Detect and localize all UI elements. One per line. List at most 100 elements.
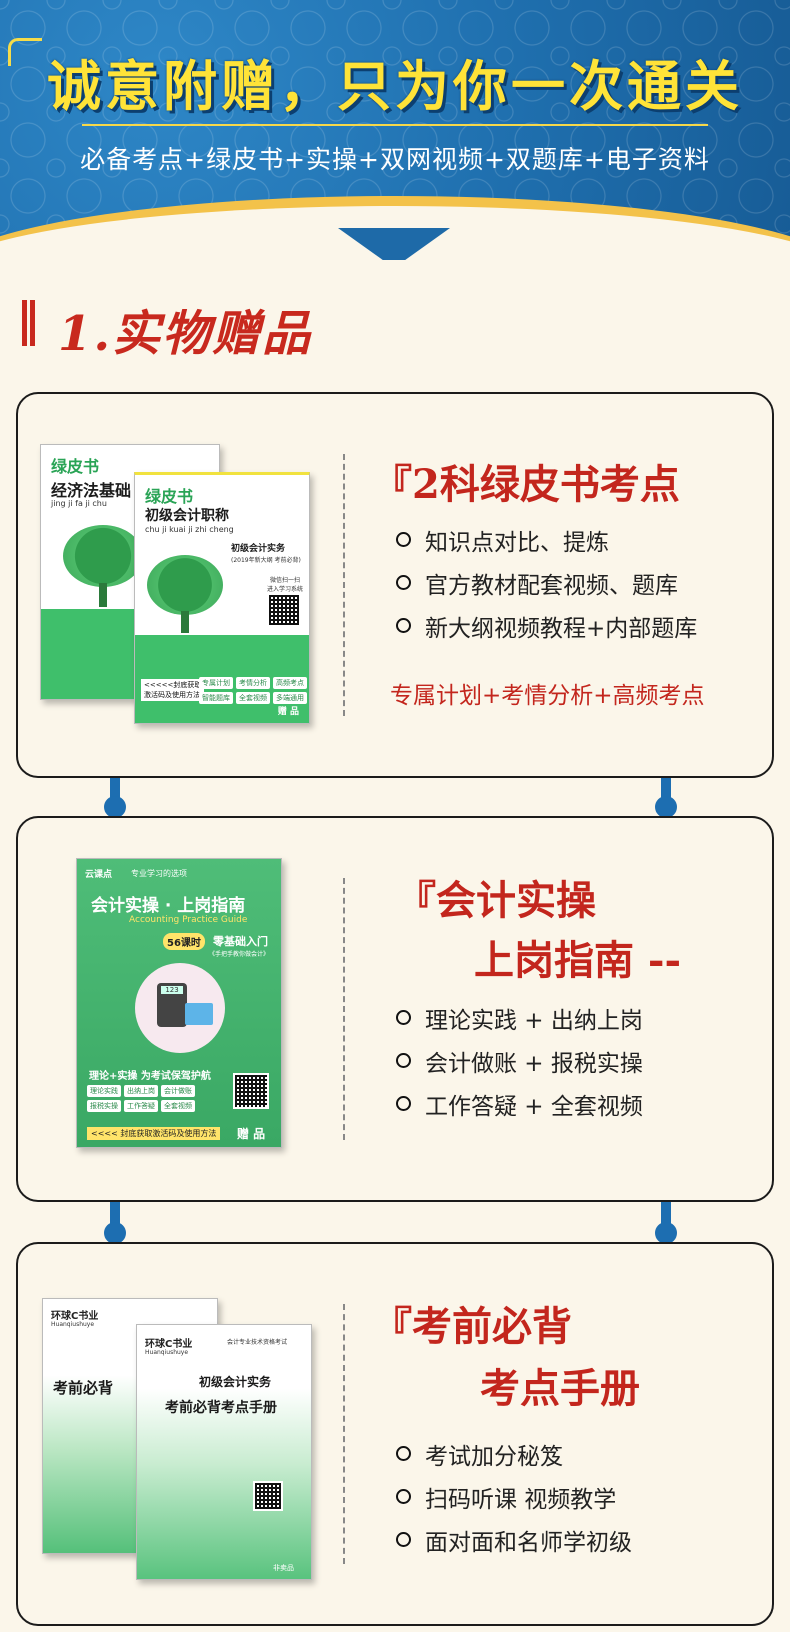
book-brand-en: Huanqiushuye xyxy=(145,1349,189,1356)
book-subject: 初级会计实务 xyxy=(199,1375,272,1389)
book-tags: 专属计划 考情分析 高频考点 智能题库 全套视频 多端通用 xyxy=(199,677,307,704)
list-item: 知识点对比、提炼 xyxy=(396,518,697,561)
qr-code-icon xyxy=(233,1073,269,1109)
card-title: 『2科绿皮书考点 xyxy=(372,461,680,508)
bullet-circle-icon xyxy=(396,532,411,547)
card-title-line1: 『考前必背 xyxy=(372,1303,572,1350)
book-tag: 会计做账 xyxy=(161,1085,195,1097)
section-marker-icon xyxy=(22,300,27,346)
book-cover-chuji: 绿皮书 初级会计职称 chu ji kuai ji zhi cheng 初级会计… xyxy=(134,472,310,724)
feature-list: 考试加分秘笈 扫码听课 视频教学 面对面和名师学初级 xyxy=(396,1432,632,1561)
book-tag: 专属计划 xyxy=(199,677,233,689)
book-brand: 绿皮书 xyxy=(51,457,100,476)
tree-icon xyxy=(63,525,143,587)
list-item: 考试加分秘笈 xyxy=(396,1432,632,1475)
calculator-display: 123 xyxy=(161,986,183,994)
list-item: 工作答疑 + 全套视频 xyxy=(396,1082,643,1125)
book-banner: <<<< 封底获取激活码及使用方法 xyxy=(87,1127,221,1140)
book-banner: <<<<<封底获取 激活码及使用方法 xyxy=(141,679,205,701)
list-item-text: 面对面和名师学初级 xyxy=(425,1529,632,1556)
book-top-note: 会计专业技术资格考试 xyxy=(227,1339,288,1346)
card-title-line1: 『会计实操 xyxy=(396,877,596,924)
tree-trunk xyxy=(181,611,189,633)
book-subject: 初级会计实务 xyxy=(231,544,286,554)
book-title: 会计实操 · 上岗指南 xyxy=(91,896,246,916)
book-pinyin: chu ji kuai ji zhi cheng xyxy=(145,525,234,534)
list-item-text: 知识点对比、提炼 xyxy=(425,529,609,556)
calculator-icon: 123 xyxy=(157,983,187,1027)
calculator-illustration: 123 xyxy=(135,963,225,1053)
book-tag: 报税实操 xyxy=(87,1100,121,1112)
book-brand: 环球C书业 xyxy=(145,1339,193,1350)
gift-card-exam-handbook: 环球C书业 Huanqiushuye 考前必背 环球C书业 Huanqiushu… xyxy=(16,1242,774,1626)
book-tag: 智能题库 xyxy=(199,692,233,704)
section-title: 1.实物赠品 xyxy=(58,306,313,362)
book-motto: 理论+实操 为考试保驾护航 xyxy=(89,1071,211,1082)
bullet-circle-icon xyxy=(396,1053,411,1068)
bullet-circle-icon xyxy=(396,1010,411,1025)
book-tag: 出纳上岗 xyxy=(124,1085,158,1097)
book-gift-label: 非卖品 xyxy=(273,1564,294,1572)
hero-title: 诚意附赠，只为你一次通关 xyxy=(47,55,743,118)
dashed-divider xyxy=(343,1304,345,1564)
list-item: 扫码听课 视频教学 xyxy=(396,1475,632,1518)
book-pinyin: jing ji fa ji chu xyxy=(51,499,107,508)
connector-knob xyxy=(655,1222,677,1244)
book-title: 考前必背考点手册 xyxy=(165,1400,277,1416)
hero-divider xyxy=(82,124,708,126)
book-gift-label: 赠 品 xyxy=(277,707,299,717)
dashed-divider xyxy=(343,454,345,716)
book-brand-en: Huanqiushuye xyxy=(51,1321,95,1328)
card-highlight: 专属计划+考情分析+高频考点 xyxy=(390,683,705,709)
dashed-divider xyxy=(343,878,345,1140)
book-english-title: Accounting Practice Guide xyxy=(129,915,248,925)
feature-list: 理论实践 + 出纳上岗 会计做账 + 报税实操 工作答疑 + 全套视频 xyxy=(396,996,643,1125)
list-item-text: 扫码听课 视频教学 xyxy=(425,1486,617,1513)
list-item-text: 会计做账 + 报税实操 xyxy=(425,1050,643,1077)
book-tags: 理论实践 出纳上岗 会计做账 报税实操 工作答疑 全套视频 xyxy=(87,1085,223,1112)
connector-knob xyxy=(655,796,677,818)
book-cover-handbook-front: 环球C书业 Huanqiushuye 会计专业技术资格考试 初级会计实务 考前必… xyxy=(136,1324,312,1580)
gift-card-green-book: 绿皮书 经济法基础 jing ji fa ji chu 绿皮书 初级会计职称 c… xyxy=(16,392,774,778)
bullet-circle-icon xyxy=(396,575,411,590)
chart-screen-icon xyxy=(185,1003,213,1025)
book-tag: 全套视频 xyxy=(161,1100,195,1112)
card-title-line2: 上岗指南 -- xyxy=(474,937,682,984)
hero-banner xyxy=(0,0,790,260)
book-tag: 考情分析 xyxy=(236,677,270,689)
book-title: 初级会计职称 xyxy=(145,508,229,524)
bullet-circle-icon xyxy=(396,1532,411,1547)
list-item-text: 理论实践 + 出纳上岗 xyxy=(425,1007,643,1034)
list-item: 官方教材配套视频、题库 xyxy=(396,561,697,604)
book-brand: 环球C书业 xyxy=(51,1311,99,1322)
book-brand: 绿皮书 xyxy=(145,487,194,506)
bullet-circle-icon xyxy=(396,1489,411,1504)
feature-list: 知识点对比、提炼 官方教材配套视频、题库 新大纲视频教程+内部题库 xyxy=(396,518,697,647)
bullet-circle-icon xyxy=(396,618,411,633)
book-tag: 理论实践 xyxy=(87,1085,121,1097)
connector-knob xyxy=(104,1222,126,1244)
list-item: 理论实践 + 出纳上岗 xyxy=(396,996,643,1039)
book-tag: 工作答疑 xyxy=(124,1100,158,1112)
list-item: 面对面和名师学初级 xyxy=(396,1518,632,1561)
qr-code-icon xyxy=(253,1481,283,1511)
list-item-text: 新大纲视频教程+内部题库 xyxy=(425,615,698,642)
book-zero-label: 零基础入门 xyxy=(213,935,268,948)
tree-trunk xyxy=(99,583,107,607)
book-hours-badge: 56课时 xyxy=(163,933,205,950)
book-tag: 全套视频 xyxy=(236,692,270,704)
book-title: 考前必背 xyxy=(53,1379,114,1397)
book-title: 经济法基础 xyxy=(51,481,132,500)
book-gift-label: 赠 品 xyxy=(237,1127,266,1141)
qr-caption: 微信扫一扫 进入学习系统 xyxy=(267,577,304,593)
list-item: 新大纲视频教程+内部题库 xyxy=(396,604,697,647)
book-slogan: 专业学习的选项 xyxy=(131,869,187,878)
list-item: 会计做账 + 报税实操 xyxy=(396,1039,643,1082)
gift-card-practice-guide: 云课点 专业学习的选项 会计实操 · 上岗指南 Accounting Pract… xyxy=(16,816,774,1202)
book-tag: 多端通用 xyxy=(273,692,307,704)
book-edition: (2019年新大纲 考前必背) xyxy=(231,557,301,564)
book-cover-practice: 云课点 专业学习的选项 会计实操 · 上岗指南 Accounting Pract… xyxy=(76,858,282,1148)
book-brand: 云课点 xyxy=(85,870,113,880)
book-tag: 高频考点 xyxy=(273,677,307,689)
